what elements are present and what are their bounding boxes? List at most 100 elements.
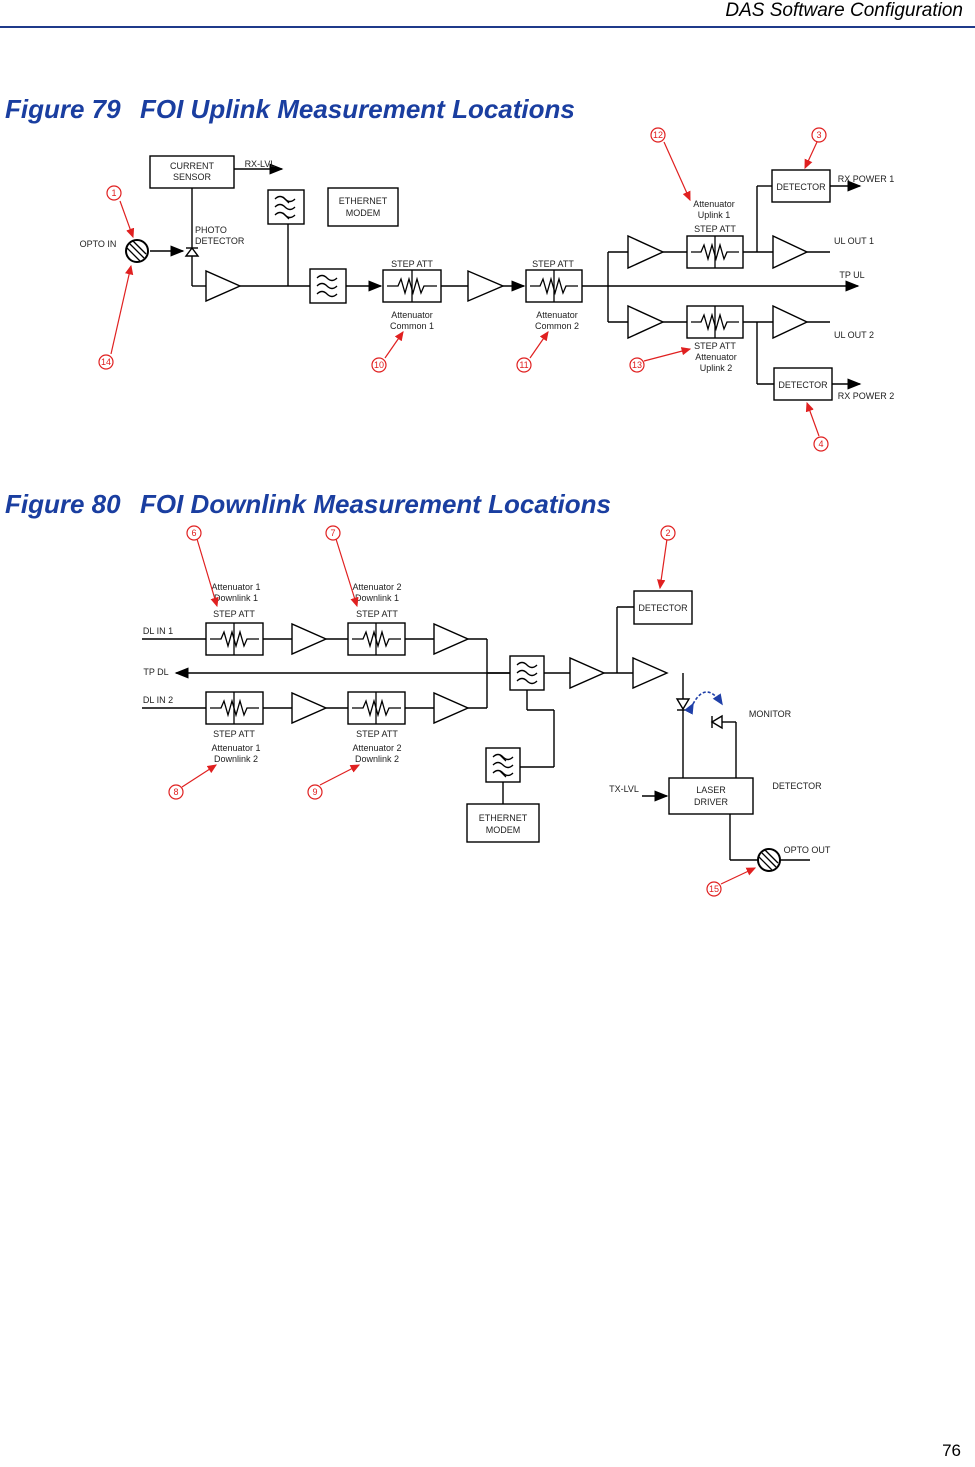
ul-out-1-label: UL OUT 1	[834, 236, 874, 246]
ul-out-2-label: UL OUT 2	[834, 330, 874, 340]
opto-out-label: OPTO OUT	[784, 845, 831, 855]
tp-ul-label: TP UL	[839, 270, 864, 280]
marker-10-text: 10	[374, 360, 384, 370]
laser-driver-box	[668, 777, 754, 815]
marker-14-text: 14	[101, 357, 111, 367]
opto-in-connector-icon	[125, 239, 149, 263]
figure-80-caption: FOI Downlink Measurement Locations	[140, 489, 611, 519]
amp-dl-3	[569, 656, 606, 690]
dl-in-2-label: DL IN 2	[143, 695, 173, 705]
amp-dl2-a	[291, 691, 328, 725]
marker-2-text: 2	[665, 528, 670, 538]
photo-detector-diode	[184, 246, 200, 257]
marker-4	[813, 436, 829, 452]
marker-8-text: 8	[173, 787, 178, 797]
step-att-label-ul1: STEP ATT	[694, 224, 736, 234]
marker-3	[811, 127, 827, 143]
monitor-feedback-arc	[684, 691, 723, 715]
marker-6-text: 6	[191, 528, 196, 538]
tp-dl-label: TP DL	[143, 667, 168, 677]
rx-power-2-label: RX POWER 2	[838, 391, 895, 401]
marker-13	[629, 357, 645, 373]
amp-ul1	[627, 234, 665, 270]
page-header: DAS Software Configuration	[725, 0, 963, 21]
marker-10	[371, 357, 387, 373]
figure-80-title: Figure 80 FOI Downlink Measurement Locati…	[5, 489, 611, 520]
figure-79-caption: FOI Uplink Measurement Locations	[140, 94, 575, 124]
marker-3-text: 3	[816, 130, 821, 140]
marker-11	[516, 357, 532, 373]
figure-80-number: Figure 80	[5, 489, 121, 519]
amp-dl1-b	[433, 622, 470, 656]
marker-2	[660, 525, 676, 541]
marker-15	[706, 881, 722, 897]
step-att-label-1: STEP ATT	[391, 259, 433, 269]
marker-6	[186, 525, 202, 541]
header-rule	[0, 26, 975, 28]
marker-7	[325, 525, 341, 541]
marker-14	[98, 354, 114, 370]
monitor-diode	[710, 714, 723, 730]
marker-4-text: 4	[818, 439, 823, 449]
step-att-dl-3: STEP ATT	[213, 729, 255, 739]
rx-lvl-label: RX-LVL	[245, 159, 276, 169]
ethernet-modem-dl-box	[466, 803, 540, 843]
marker-12-text: 12	[653, 130, 663, 140]
diplexer-box-1	[267, 189, 305, 225]
amp-out2	[772, 304, 809, 340]
amp-ul2	[627, 304, 665, 340]
marker-9	[307, 784, 323, 800]
opto-in-label: OPTO IN	[80, 239, 117, 249]
amp-out1	[772, 234, 809, 270]
amp-1	[205, 269, 242, 303]
laser-diode	[675, 698, 691, 711]
marker-1-text: 1	[111, 188, 116, 198]
dl-in-1-label: DL IN 1	[143, 626, 173, 636]
detector-dl-box	[633, 590, 693, 625]
figure-79-number: Figure 79	[5, 94, 121, 124]
detector-2-label: DETECTOR	[778, 380, 828, 390]
tx-lvl-label: TX-LVL	[609, 784, 639, 794]
detector-dl-label: DETECTOR	[638, 603, 688, 613]
marker-12	[650, 127, 666, 143]
amp-dl-4	[632, 656, 669, 690]
marker-7-text: 7	[330, 528, 335, 538]
rx-power-1-label: RX POWER 1	[838, 174, 895, 184]
marker-8	[168, 784, 184, 800]
step-att-dl-1: STEP ATT	[213, 609, 255, 619]
monitor-label: MONITOR	[749, 709, 792, 719]
step-att-label-ul2: STEP ATT	[694, 341, 736, 351]
marker-15-text: 15	[709, 884, 719, 894]
amp-dl1-a	[291, 622, 328, 656]
step-att-dl-2: STEP ATT	[356, 609, 398, 619]
opto-out-connector-icon	[757, 848, 781, 872]
page-number: 76	[942, 1441, 961, 1460]
step-att-dl-4: STEP ATT	[356, 729, 398, 739]
step-att-label-2: STEP ATT	[532, 259, 574, 269]
marker-11-text: 11	[519, 360, 528, 370]
ethernet-modem-box	[327, 187, 399, 227]
detector-dl-2-label: DETECTOR	[772, 781, 822, 791]
amp-dl2-b	[433, 691, 470, 725]
filter-box-1	[309, 268, 347, 304]
marker-9-text: 9	[312, 787, 317, 797]
marker-1	[106, 185, 122, 201]
marker-13-text: 13	[632, 360, 642, 370]
figure-79-title: Figure 79 FOI Uplink Measurement Location…	[5, 94, 575, 125]
